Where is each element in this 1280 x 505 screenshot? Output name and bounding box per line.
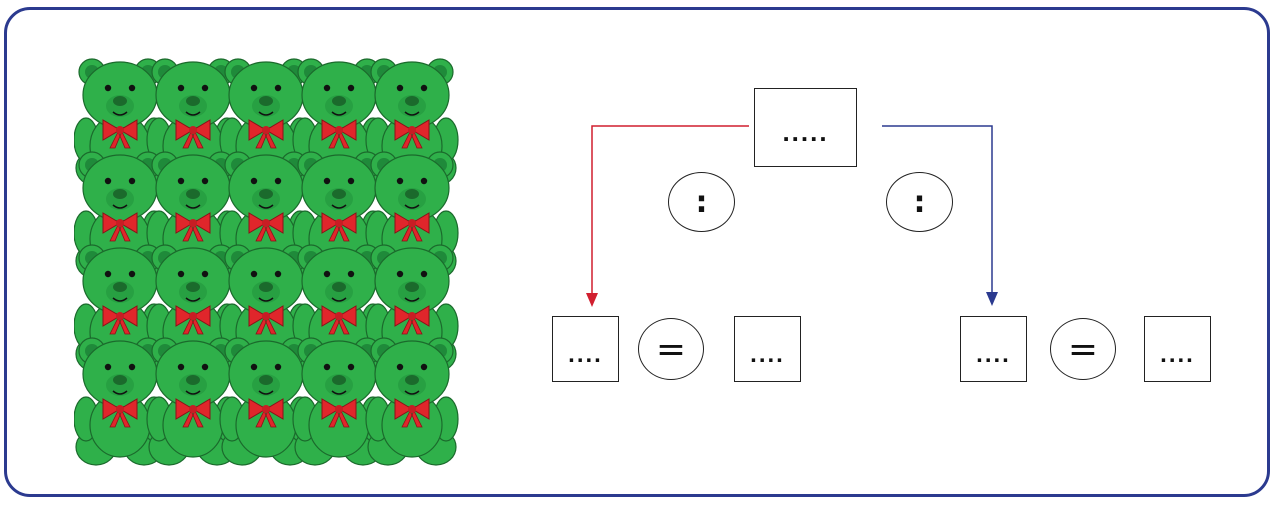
left-result-box[interactable]: .... <box>734 316 801 382</box>
left-arrowhead <box>586 293 598 307</box>
left-divisor-box[interactable]: .... <box>552 316 619 382</box>
right-arrow <box>882 125 993 294</box>
equals-sign-right: = <box>1050 318 1116 380</box>
left-arrow <box>591 125 749 295</box>
division-sign-right: : <box>886 172 953 232</box>
total-answer-box[interactable]: ..... <box>754 88 857 167</box>
equals-sign-left: = <box>638 318 704 380</box>
right-arrowhead <box>986 292 998 306</box>
worksheet-frame <box>4 7 1270 497</box>
division-sign-left: : <box>668 172 735 232</box>
right-divisor-box[interactable]: .... <box>960 316 1027 382</box>
right-result-box[interactable]: .... <box>1144 316 1211 382</box>
